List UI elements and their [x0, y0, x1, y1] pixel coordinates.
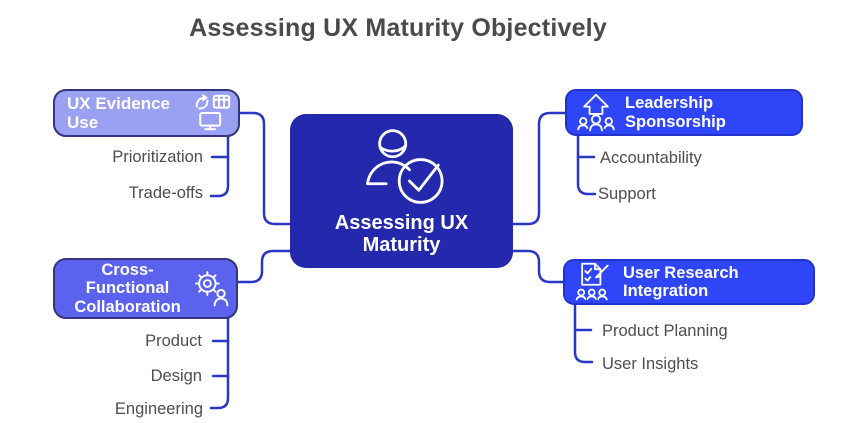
subtopic-design[interactable]: Design	[150, 367, 202, 385]
connector-center-to-leadership	[511, 111, 567, 226]
center-node-assessing-ux-maturity[interactable]: Assessing UX Maturity	[290, 114, 513, 268]
connector-ux-to-center	[238, 111, 292, 226]
branch-node-cross-functional-collaboration[interactable]: Cross-Functional Collaboration	[53, 258, 238, 319]
connector-cross-to-center	[236, 249, 292, 284]
research-doc-team-icon	[573, 261, 615, 303]
branch-node-ux-evidence-use[interactable]: UX Evidence Use	[53, 89, 240, 137]
subtopic-user-insights[interactable]: User Insights	[602, 355, 699, 373]
growth-arrow-team-icon	[575, 92, 617, 134]
connector-leadership-children	[576, 134, 597, 196]
subtopic-product-planning[interactable]: Product Planning	[602, 322, 728, 340]
branch-node-leadership-sponsorship[interactable]: Leadership Sponsorship	[565, 89, 803, 136]
person-check-icon	[355, 126, 449, 208]
subtopic-engineering[interactable]: Engineering	[114, 400, 203, 418]
subtopic-product[interactable]: Product	[145, 332, 202, 350]
subtopic-support[interactable]: Support	[598, 185, 656, 203]
center-node-label: Assessing UX Maturity	[334, 211, 469, 256]
connector-cross-children	[209, 317, 230, 410]
connector-ux-children	[209, 135, 230, 198]
connector-research-children	[573, 303, 594, 364]
branch-label-user-research-integration: User Research Integration	[623, 263, 739, 300]
gear-person-icon	[190, 268, 232, 310]
branch-label-cross-functional-collaboration: Cross-Functional Collaboration	[74, 260, 181, 316]
branch-label-leadership-sponsorship: Leadership Sponsorship	[625, 94, 726, 131]
subtopic-prioritization[interactable]: Prioritization	[112, 148, 203, 166]
branch-node-user-research-integration[interactable]: User Research Integration	[563, 259, 815, 305]
connector-center-to-research	[511, 249, 565, 284]
subtopic-trade-offs[interactable]: Trade-offs	[128, 184, 203, 202]
branch-label-ux-evidence-use: UX Evidence Use	[67, 93, 170, 132]
monitor-data-sync-icon	[192, 94, 232, 132]
page-title: Assessing UX Maturity Objectively	[189, 14, 607, 42]
subtopic-accountability[interactable]: Accountability	[600, 149, 702, 167]
